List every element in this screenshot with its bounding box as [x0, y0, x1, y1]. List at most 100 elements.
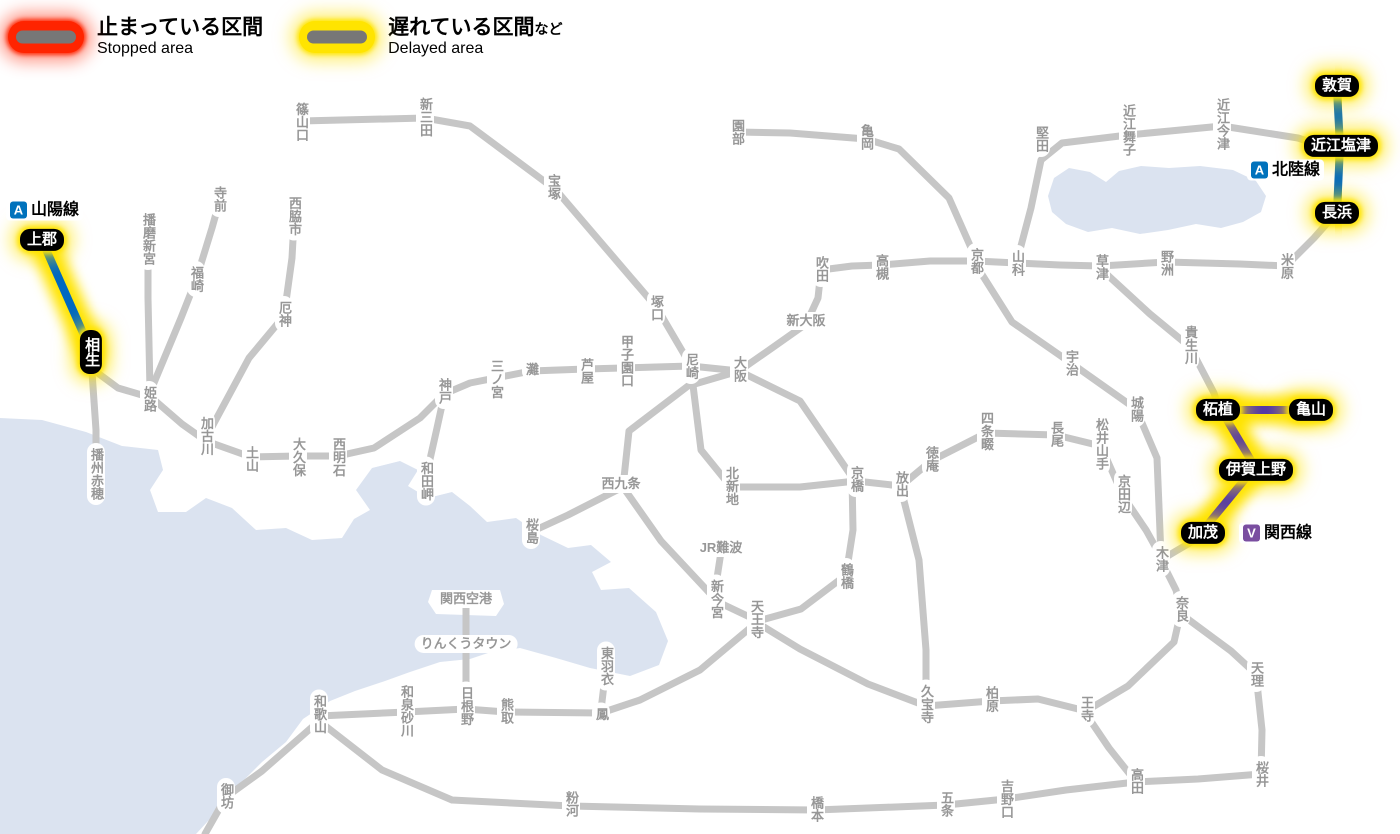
- station-label-highlighted: 加茂: [1180, 521, 1226, 545]
- legend-delayed-label-en: Delayed area: [388, 40, 484, 58]
- station-label-highlighted: 相生: [79, 330, 103, 374]
- station-label: 奈良: [1171, 591, 1191, 627]
- station-label: 新大阪: [780, 311, 832, 331]
- rail-line-kinokuni-line: [201, 717, 323, 834]
- station-label: 柏原: [981, 681, 1001, 717]
- legend-stopped-label-ja: 止まっている区間: [97, 16, 264, 39]
- station-label: 徳庵: [921, 441, 941, 477]
- station-label: 新今宮: [706, 574, 726, 624]
- station-label: 播磨新宮: [138, 208, 158, 270]
- station-label-highlighted: 近江塩津: [1303, 134, 1379, 158]
- osaka-bay: [0, 418, 668, 834]
- station-label: 王寺: [1076, 691, 1096, 727]
- legend-item-delayed: 遅れている区間など Delayed area: [299, 16, 562, 59]
- station-label-highlighted: 長浜: [1314, 201, 1360, 225]
- station-label: 塚口: [646, 290, 666, 326]
- station-label-highlighted: 敦賀: [1314, 74, 1360, 98]
- station-label-highlighted: 柘植: [1195, 398, 1241, 422]
- rail-line-yamatoji-line: [760, 556, 1185, 715]
- station-label: 五条: [936, 786, 956, 822]
- station-label: 甲子園口: [616, 330, 636, 392]
- station-label: 四条畷: [976, 406, 996, 456]
- rail-line-sakurajima-line: [527, 483, 627, 536]
- delayed-area-icon: [299, 21, 376, 54]
- station-label: 灘: [521, 357, 541, 381]
- line-name-label: 関西線: [1264, 524, 1313, 541]
- station-label: りんくうタウン: [414, 634, 518, 654]
- stopped-area-icon: [8, 21, 84, 54]
- station-label: 園部: [727, 114, 747, 150]
- station-label: 桜島: [521, 513, 541, 549]
- station-label: 大阪: [729, 351, 749, 387]
- line-name-label: 山陽線: [31, 201, 80, 218]
- station-label: 和歌山: [309, 689, 329, 739]
- legend-item-stopped: 止まっている区間 Stopped area: [8, 16, 263, 59]
- station-label: 福崎: [186, 261, 206, 297]
- station-label: 和田岬: [416, 456, 436, 506]
- station-label: 貴生川: [1180, 320, 1200, 370]
- station-label: 新三田: [415, 92, 435, 142]
- station-label: 吉野口: [996, 774, 1016, 824]
- station-label: 大久保: [288, 432, 308, 482]
- rail-line-osaka-higashi-line: [897, 485, 930, 708]
- station-label: 三ノ宮: [486, 354, 506, 404]
- station-label: 近江今津: [1212, 93, 1232, 155]
- station-label: 御坊: [216, 778, 236, 814]
- station-label: 山科: [1007, 245, 1027, 281]
- station-label: 加古川: [196, 411, 216, 461]
- station-label: 和泉砂川: [396, 680, 416, 742]
- station-label: JR難波: [693, 538, 749, 558]
- legend-delayed-label-ja: 遅れている区間: [388, 16, 535, 39]
- station-label: 土山: [241, 441, 261, 477]
- station-label: 西脇市: [284, 191, 304, 241]
- rail-line-hanwa-line: [315, 619, 760, 720]
- station-label: 神戸: [434, 373, 454, 409]
- station-label: 西九条: [595, 474, 647, 494]
- rail-line-kosei-line: [1013, 122, 1338, 265]
- station-label: 熊取: [496, 693, 516, 729]
- station-label-highlighted: 上郡: [19, 228, 65, 252]
- line-name-label: 北陸線: [1272, 161, 1321, 178]
- station-label: 桜井: [1251, 756, 1271, 792]
- station-label: 東羽衣: [596, 641, 616, 691]
- line-sample-bar: [307, 30, 368, 44]
- rail-line-nara-line: [972, 261, 1165, 560]
- station-label: 京田辺: [1113, 469, 1133, 519]
- line-letter-icon: V: [1243, 524, 1260, 542]
- rail-line-kusatsu-line: [1097, 265, 1222, 410]
- station-label: 米原: [1276, 248, 1296, 284]
- station-label: 粉河: [561, 786, 581, 822]
- station-label: 長尾: [1046, 416, 1066, 452]
- station-label: 京都: [966, 243, 986, 279]
- station-label: 姫路: [139, 381, 159, 417]
- station-label: 吹田: [811, 251, 831, 287]
- line-letter-icon: A: [1251, 161, 1268, 179]
- station-label: 高槻: [871, 249, 891, 285]
- station-label: 近江舞子: [1118, 99, 1138, 161]
- station-label: 堅田: [1031, 121, 1051, 157]
- rail-line-sagano-line: [733, 128, 980, 263]
- station-label: 宝塚: [543, 169, 563, 205]
- station-label: 寺前: [209, 181, 229, 217]
- station-label: 城陽: [1126, 391, 1146, 427]
- station-label: 天王寺: [746, 594, 766, 644]
- station-label: 尼崎: [681, 348, 701, 384]
- station-label: 北新地: [721, 461, 741, 511]
- station-label: 厄神: [274, 296, 294, 332]
- rail-line-bantan-line: [147, 199, 223, 394]
- station-label: 橋本: [806, 791, 826, 827]
- station-label: 草津: [1091, 249, 1111, 285]
- station-label: 亀岡: [856, 119, 876, 155]
- station-label: 放出: [891, 466, 911, 502]
- legend-stopped-label-en: Stopped area: [97, 40, 194, 58]
- station-label: 芦屋: [576, 353, 596, 389]
- station-label: 西明石: [328, 432, 348, 482]
- station-label: 天理: [1246, 656, 1266, 692]
- line-sample-bar: [16, 30, 76, 44]
- station-label: 京橋: [846, 461, 866, 497]
- line-letter-icon: A: [10, 201, 27, 219]
- station-label: 木津: [1151, 541, 1171, 577]
